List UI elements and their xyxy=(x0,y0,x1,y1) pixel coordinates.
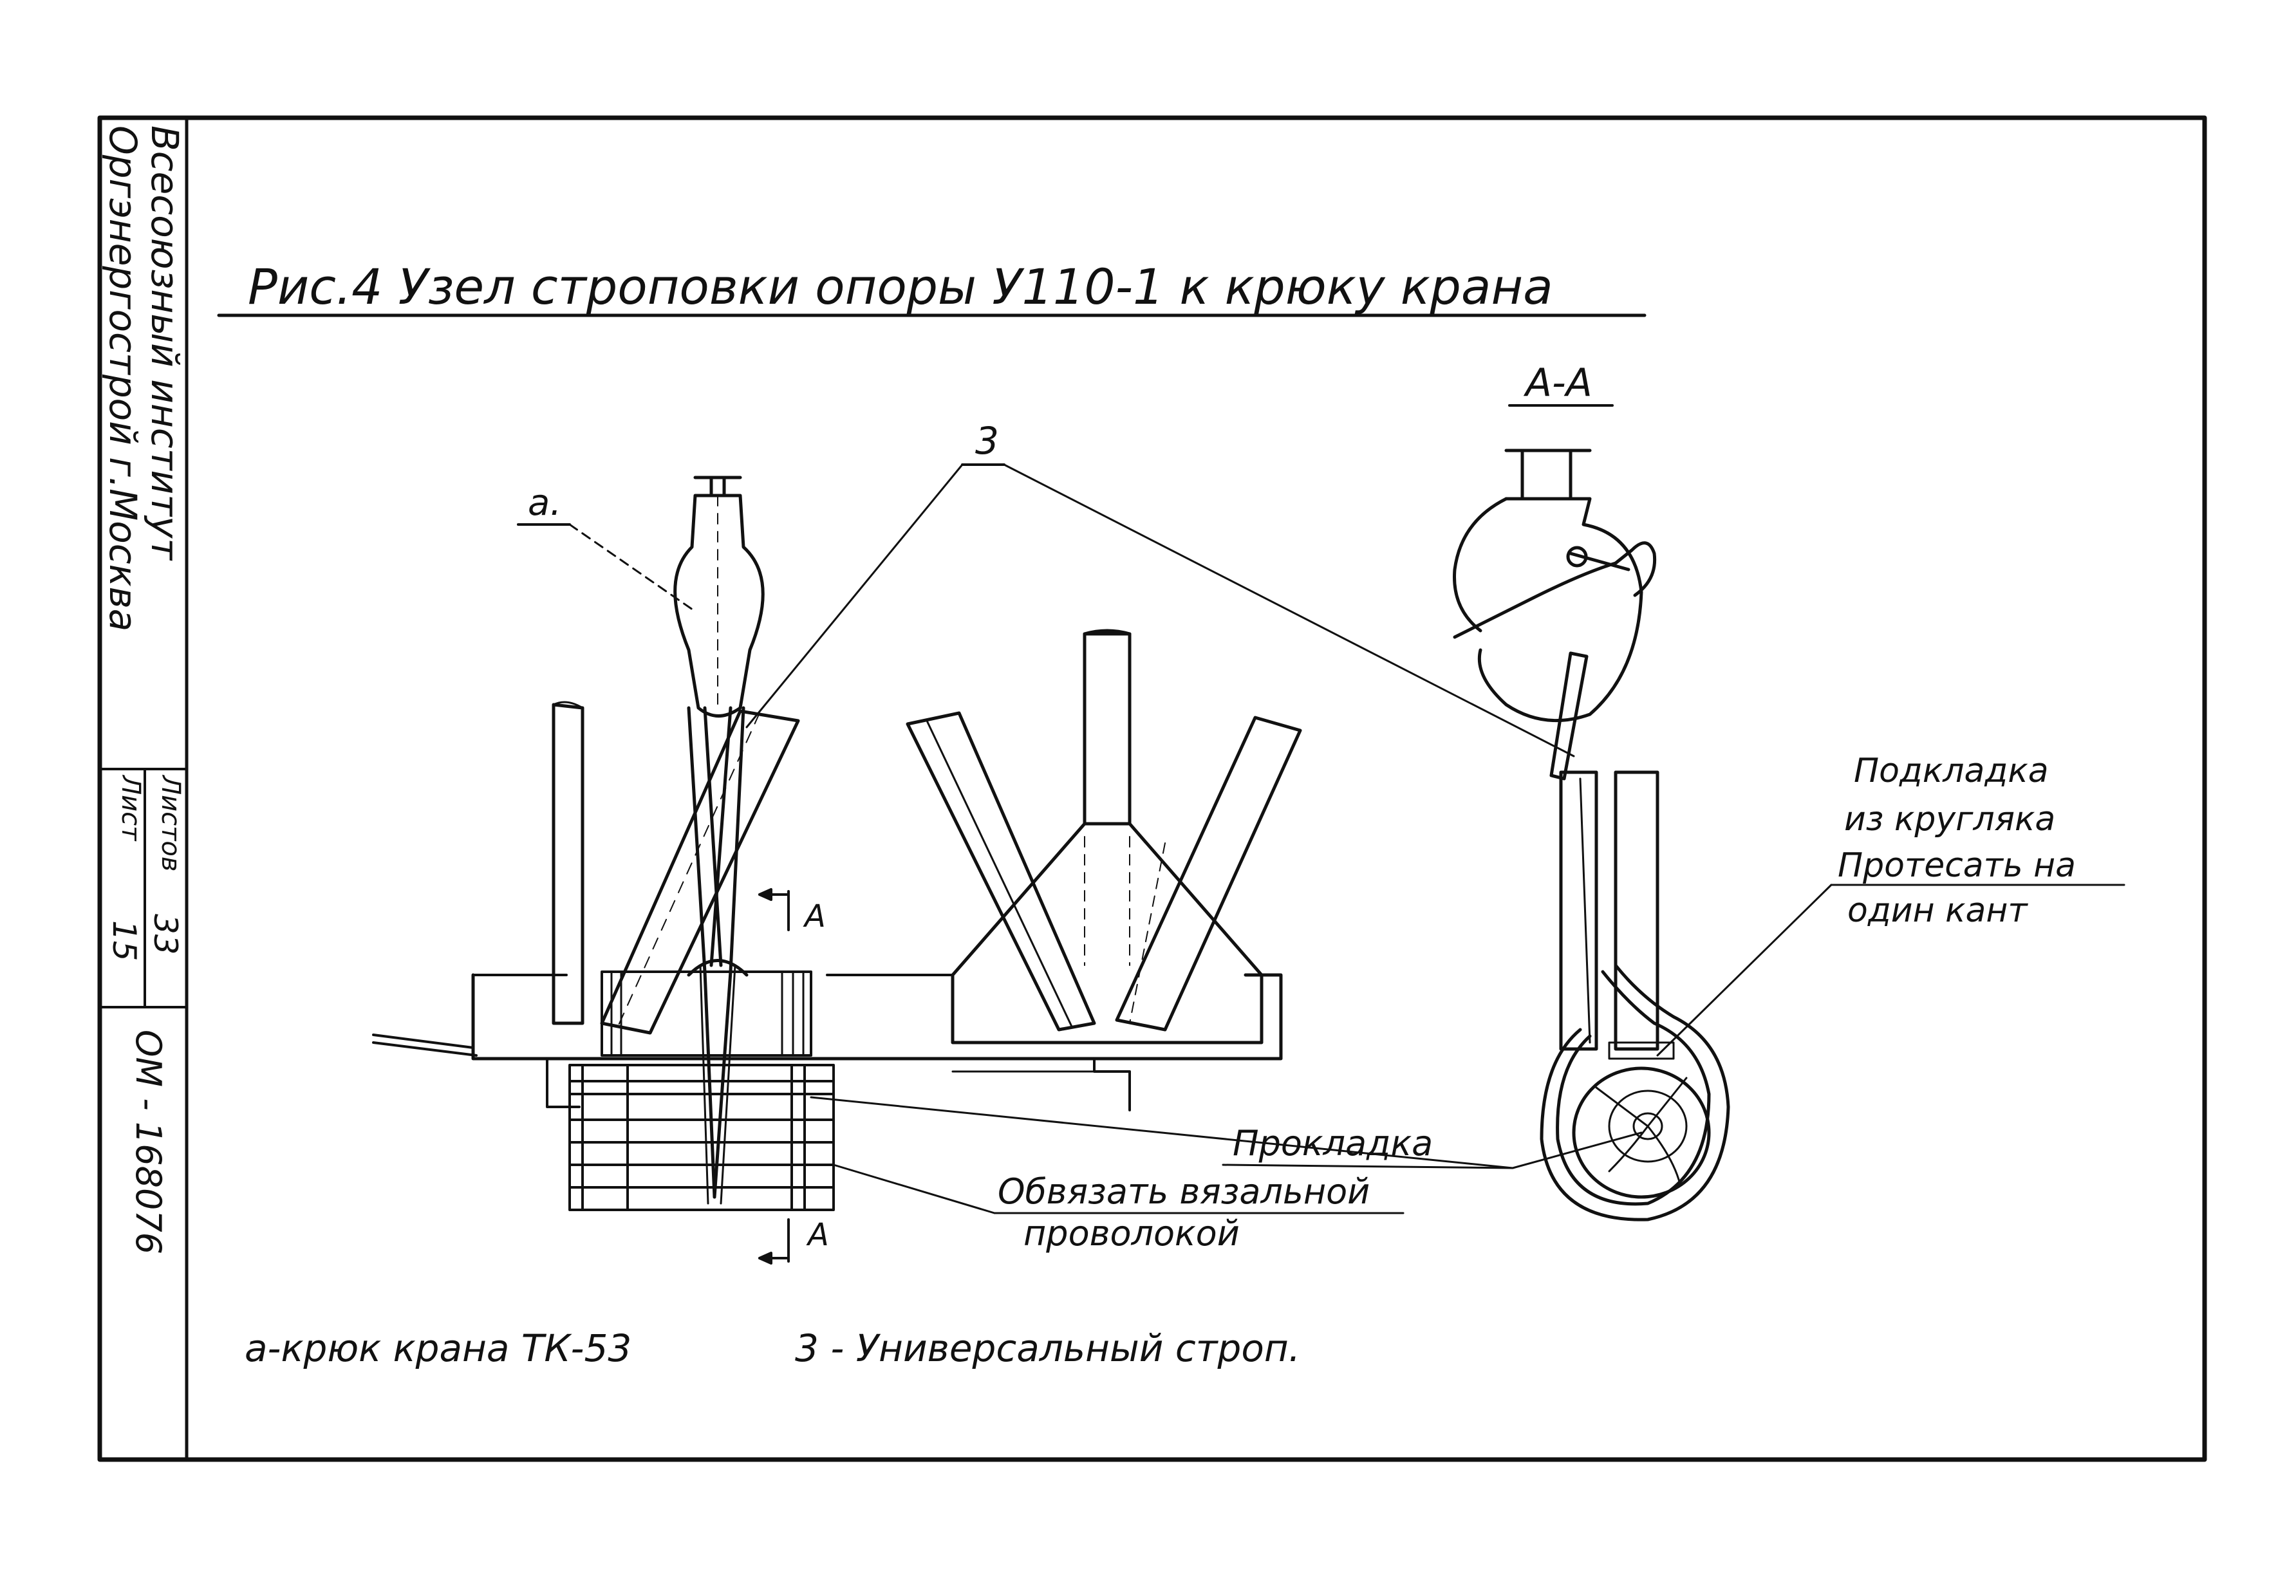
main-view: А А а. 3 xyxy=(372,419,1575,1265)
crane-hook xyxy=(673,476,765,718)
pad-label-line2: из кругляка xyxy=(1844,800,2055,839)
tie-wire-label-line1: Обвязать вязальной xyxy=(998,1171,1370,1212)
stamp-sheets-label: Листов xyxy=(156,775,185,872)
section-view: А-А xyxy=(1453,360,2125,1221)
legend-hook-note: а-крюк крана ТК-53 xyxy=(245,1326,631,1370)
stamp-doc-code: ОМ - 168076 xyxy=(128,1030,169,1255)
pad-label-line4: один кант xyxy=(1847,891,2028,930)
page-title: Рис.4 Узел строповки опоры У110-1 к крюк… xyxy=(248,258,1553,315)
tripod-frame xyxy=(906,629,1302,1044)
stamp-sheet-label: Лист xyxy=(116,775,145,841)
section-cut-marks xyxy=(758,888,790,1265)
stamp-org-line1: Всесоюзный институт xyxy=(143,125,187,561)
section-hook xyxy=(1453,449,1657,781)
sling-ropes xyxy=(687,706,749,1205)
section-mark-top: А xyxy=(803,898,826,934)
stamp-sheets-value: 33 xyxy=(147,914,184,955)
stamp-org-line2: Оргэнергострой г.Москва xyxy=(101,125,145,632)
drawing-frame xyxy=(97,115,2207,1462)
section-title: А-А xyxy=(1523,360,1592,405)
legend-sling-note: 3 - Универсальный строп. xyxy=(795,1326,1300,1370)
hook-label: а. xyxy=(528,482,561,524)
spacer-label: Прокладка xyxy=(1233,1123,1433,1164)
pad-label-line3: Протесать на xyxy=(1838,846,2076,885)
sling-label: 3 xyxy=(975,419,999,463)
stamp-sheet-value: 15 xyxy=(106,920,143,961)
pad-label-line1: Подкладка xyxy=(1854,752,2049,790)
log-stack xyxy=(568,1064,835,1211)
tie-wire-label-line2: проволокой xyxy=(1023,1213,1240,1254)
section-mark-bottom: А xyxy=(806,1217,829,1253)
section-post xyxy=(1540,770,1730,1221)
